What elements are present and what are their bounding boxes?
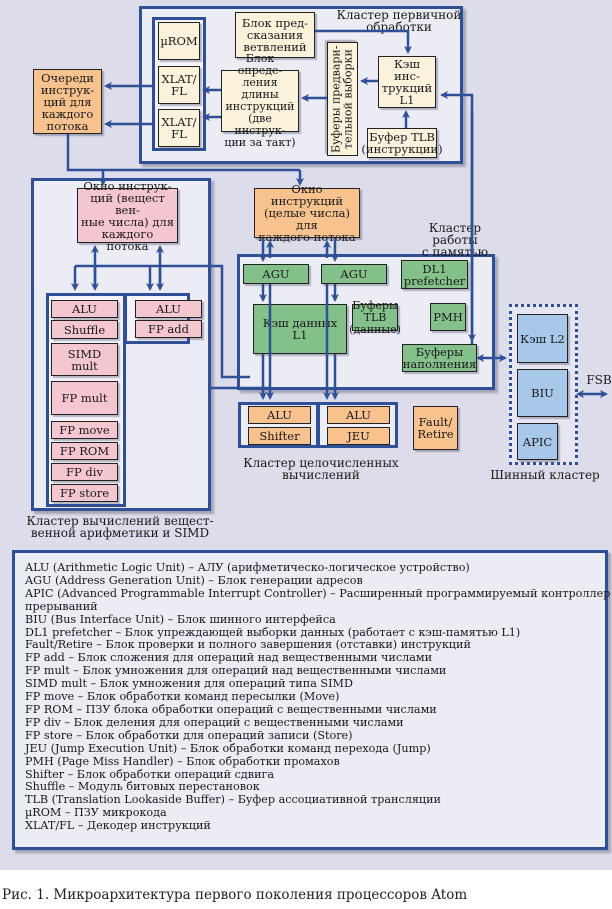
- dl1-prefetcher-block: DL1 prefetcher: [401, 260, 468, 289]
- bus-cluster-label: Шинный кластер: [490, 468, 600, 482]
- legend-entry: TLB (Translation Lookaside Buffer) – Буф…: [25, 793, 442, 807]
- l2-cache-block: Кэш L2: [517, 314, 568, 363]
- legend-entry: DL1 prefetcher – Блок упреждающей выборк…: [25, 625, 521, 639]
- length-decoder-block: Блок опреде- ления длины инструкций (две…: [221, 53, 299, 149]
- fp-right-unit-alu: ALU: [135, 300, 202, 318]
- dtlb-block: Буферы TLB (данные): [349, 298, 401, 336]
- int-unit-int-right-alu: ALU: [327, 406, 390, 424]
- branch-predictor-block: Блок пред- сказания ветвлений: [235, 12, 315, 58]
- fp-unit-shuffle: Shuffle: [51, 320, 118, 339]
- agu-block-2: AGU: [321, 264, 387, 284]
- integer-cluster-label: Кластер целочисленных вычислений: [243, 456, 399, 482]
- pmh-block: PMH: [430, 303, 466, 331]
- frontend-cluster-label: Кластер первичной обработки: [336, 8, 462, 34]
- legend-entry: SIMD mult – Блок умножения для операций …: [25, 677, 353, 691]
- itlb-block: Буфер TLB (инструкции): [361, 128, 443, 158]
- legend-box: ALU (Arithmetic Logic Unit) – АЛУ (арифм…: [12, 550, 611, 850]
- instruction-queues-block: Очереди инструк- ций для каждого потока: [33, 69, 102, 134]
- apic-block: APIC: [517, 423, 558, 460]
- legend-entry: AGU (Address Generation Unit) – Блок ген…: [25, 573, 363, 587]
- memory-cluster-label: Кластер работы с памятью: [421, 221, 489, 259]
- fp-unit-fp-move: FP move: [51, 421, 118, 439]
- diagram-canvas: Кластер первичной обработки µROM XLAT/ F…: [0, 0, 612, 870]
- legend-entry: FP ROM – ПЗУ блока обработки операций с …: [25, 702, 437, 716]
- legend-entry: JEU (Jump Execution Unit) – Блок обработ…: [25, 741, 431, 755]
- figure-caption: Рис. 1. Микроархитектура первого поколен…: [2, 887, 468, 903]
- legend-entry: Shuffle – Модуль битовых перестановок: [25, 780, 260, 794]
- legend-entry: PMH (Page Miss Handler) – Блок обработки…: [25, 754, 340, 768]
- fp-unit-fp-div: FP div: [51, 463, 118, 481]
- legend-entry: ALU (Arithmetic Logic Unit) – АЛУ (арифм…: [25, 561, 470, 574]
- legend-entry: FP div – Блок деления для операций с вещ…: [25, 715, 404, 729]
- fp-unit-fp-store: FP store: [51, 484, 118, 502]
- int-unit-int-left-shifter: Shifter: [248, 427, 311, 445]
- fill-buffers-block: Буферы наполнения: [402, 344, 477, 372]
- legend-entry: µROM – ПЗУ микрокода: [25, 806, 167, 820]
- fsb-label: FSB: [586, 373, 612, 387]
- fp-instruction-window-block: Окно инструк- ций (вещест вен- ные числа…: [77, 180, 178, 252]
- icache-l1-block: Кэш инс- трукций L1: [378, 56, 436, 108]
- urom-block: µROM: [158, 22, 200, 60]
- fp-unit-alu: ALU: [51, 300, 118, 318]
- int-unit-int-right-jeu: JEU: [327, 427, 390, 445]
- fp-unit-fp-rom: FP ROM: [51, 442, 118, 460]
- legend-entry: BIU (Bus Interface Unit) – Блок шинного …: [25, 612, 336, 626]
- fp-unit-fp-mult: FP mult: [51, 381, 118, 415]
- dcache-l1-block: Кэш данных L1: [253, 304, 347, 354]
- int-instruction-window-block: Окно инструкций (целые числа) для каждог…: [254, 183, 360, 243]
- legend-entry: APIC (Advanced Programmable Interrupt Co…: [25, 586, 611, 600]
- biu-block: BIU: [517, 369, 568, 417]
- legend-entry: Fault/Retire – Блок проверки и полного з…: [25, 638, 471, 652]
- agu-block-1: AGU: [243, 264, 309, 284]
- prefetch-buffers-block: Буферы предвари- тельной выборки: [327, 42, 358, 156]
- legend-entry: FP move – Блок обработки команд пересылк…: [25, 690, 340, 704]
- xlat-fl-block-1: XLAT/ FL: [158, 66, 200, 104]
- legend-entry: прерываний: [25, 599, 98, 613]
- legend-entry: FP store – Блок обработки для операций з…: [25, 728, 353, 742]
- fault-retire-block: Fault/ Retire: [413, 406, 458, 450]
- fp-right-unit-fp-add: FP add: [135, 320, 202, 338]
- legend-entry: XLAT/FL – Декодер инструкций: [25, 819, 211, 833]
- legend-entry: Shifter – Блок обработки операций сдвига: [25, 767, 275, 781]
- legend-entry: FP mult – Блок умножения для операций на…: [25, 664, 447, 678]
- fp-simd-cluster-label: Кластер вычислений вещест- венной арифме…: [26, 514, 214, 540]
- int-unit-int-left-alu: ALU: [248, 406, 311, 424]
- fp-unit-simd-mult: SIMD mult: [51, 343, 118, 376]
- xlat-fl-block-2: XLAT/ FL: [158, 109, 200, 147]
- legend-entry: FP add – Блок сложения для операций над …: [25, 651, 433, 665]
